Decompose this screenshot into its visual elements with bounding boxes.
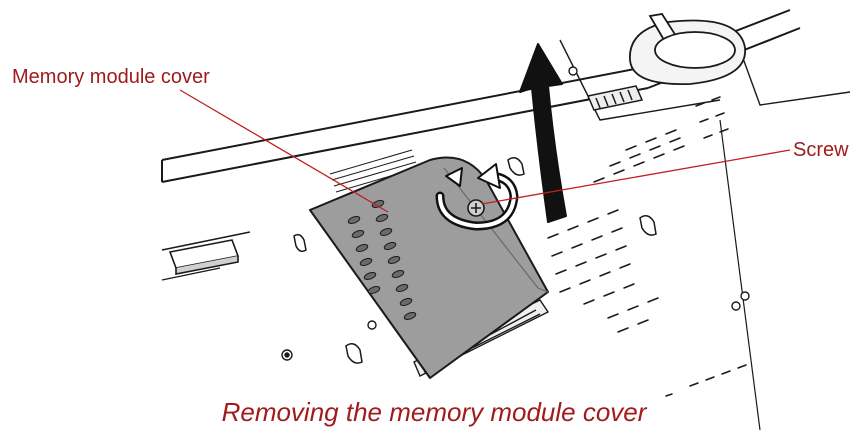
figure-caption: Removing the memory module cover <box>221 397 647 427</box>
battery-latch <box>586 85 644 111</box>
cover-slots <box>347 200 417 320</box>
grille <box>329 149 421 199</box>
rubber-foot <box>629 13 746 85</box>
memory-module-cover-label: Memory module cover <box>12 66 210 88</box>
counterclockwise-rotate-icon <box>435 163 519 231</box>
side-latch-slot <box>168 239 240 275</box>
leader-lines <box>179 89 791 213</box>
screw <box>467 199 485 217</box>
curved-up-arrow-icon <box>519 43 567 223</box>
screw-holes <box>281 66 750 361</box>
screw-leader-line <box>481 149 791 205</box>
cover-leader-line <box>179 89 389 213</box>
rubber-pads <box>293 157 657 364</box>
vent-slots <box>547 96 747 397</box>
screw-label: Screw <box>793 139 849 161</box>
